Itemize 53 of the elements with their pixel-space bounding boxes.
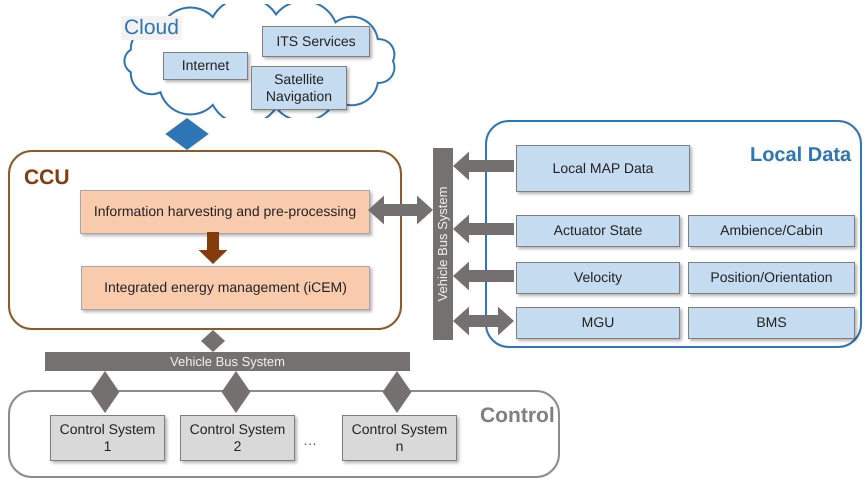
data-box — [688, 215, 855, 247]
control-box — [180, 415, 295, 461]
block-arrow — [382, 371, 412, 413]
group-title: Local Data — [750, 144, 852, 167]
process-box — [81, 266, 370, 310]
bus-bar — [433, 148, 453, 340]
control-box — [342, 415, 457, 461]
box-label: Control System n — [350, 420, 448, 456]
box-label: Ambience/Cabin — [719, 222, 824, 240]
block-arrow — [198, 232, 228, 264]
block-arrow — [165, 118, 209, 150]
box-label: Velocity — [572, 269, 624, 287]
box-label: ITS Services — [275, 32, 357, 50]
box-label: BMS — [755, 314, 788, 332]
block-arrow — [368, 196, 433, 224]
data-box — [251, 66, 347, 110]
box-label: Actuator State — [552, 222, 644, 240]
box-label: Control System 2 — [188, 420, 286, 456]
group-title: CCU — [24, 166, 70, 190]
box-label: MGU — [580, 314, 616, 332]
box-label: Information harvesting and pre-processing — [92, 203, 358, 221]
box-label: Integrated energy management (iCEM) — [103, 279, 348, 297]
data-box — [163, 52, 248, 80]
group-title: Control — [480, 404, 555, 428]
control-box — [50, 415, 165, 461]
block-arrow — [90, 371, 120, 413]
process-box — [80, 190, 370, 234]
block-arrow — [201, 330, 225, 352]
data-box — [516, 215, 680, 247]
data-box — [516, 307, 680, 339]
box-label: Local MAP Data — [552, 160, 654, 178]
bus-bar — [45, 352, 410, 371]
box-label: Internet — [180, 57, 230, 75]
block-arrow — [453, 262, 514, 290]
box-label: Control System 1 — [58, 420, 156, 456]
data-box — [516, 145, 690, 192]
group-container — [8, 150, 402, 330]
group-container — [8, 390, 560, 478]
bus-label: Vehicle Bus System — [434, 186, 451, 304]
data-box — [516, 262, 680, 294]
box-label: Satellite Navigation — [264, 70, 334, 106]
bus-label: Vehicle Bus System — [170, 354, 285, 369]
data-box — [262, 26, 370, 57]
group-title: Cloud — [121, 16, 182, 40]
group-container — [485, 120, 862, 348]
block-arrow — [453, 214, 514, 244]
block-arrow — [453, 306, 514, 336]
block-arrow — [222, 371, 250, 413]
block-arrow — [453, 152, 514, 180]
ellipsis-label: … — [303, 432, 317, 448]
data-box — [688, 262, 855, 294]
box-label: Position/Orientation — [709, 269, 834, 287]
data-box — [688, 307, 855, 339]
